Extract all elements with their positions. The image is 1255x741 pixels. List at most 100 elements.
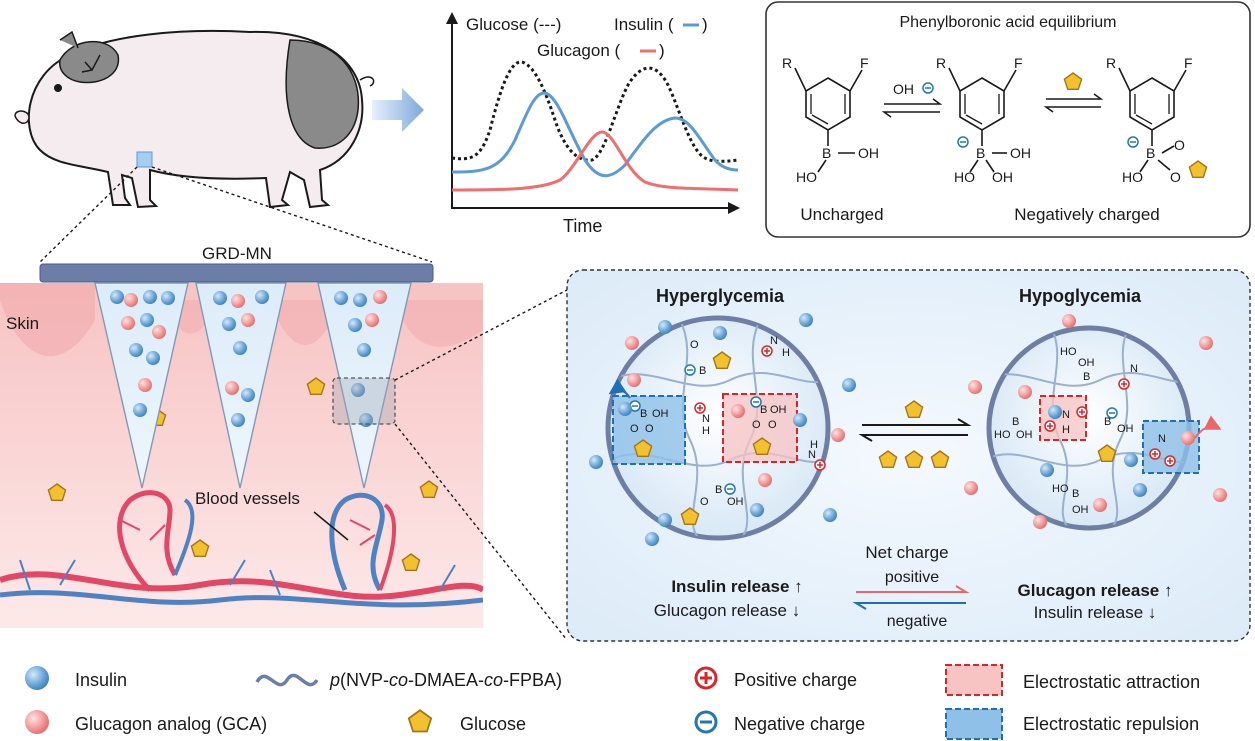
right-acid2-ho: HO — [994, 429, 1011, 441]
left-ester1-o: O — [690, 339, 699, 351]
legend-insulin-text: Insulin — [75, 670, 127, 690]
legend-repulsion-swatch — [945, 708, 1003, 740]
gel-hyperglycemia: B OH O O B OH O O N H N H N H — [605, 315, 831, 541]
molecule-uncharged: R F B OH HO — [782, 55, 879, 185]
hyperglycemia-title: Hyperglycemia — [656, 286, 785, 306]
equilibrium-title: Phenylboronic acid equilibrium — [899, 14, 1116, 31]
legend-glucose-text: Glucose — [460, 714, 526, 734]
mol2-oh-right: OH — [1010, 145, 1031, 161]
hypo-release-sub: Insulin release ↓ — [1034, 603, 1157, 622]
mol3-b: B — [1146, 145, 1155, 161]
x-axis-label: Time — [563, 216, 602, 236]
legend-positive-icon — [694, 666, 718, 690]
glucagon-curve — [451, 130, 739, 192]
mol1-b: B — [822, 145, 831, 161]
right-att-n: N — [1062, 409, 1070, 421]
right-acid2-oh: OH — [1016, 429, 1033, 441]
left-att-o1: O — [752, 419, 761, 431]
legend-negative-text: Negative charge — [734, 714, 865, 734]
equilibrium-arrow-back — [858, 434, 968, 442]
legend-gca-icon — [25, 710, 49, 734]
right-ester-oh: OH — [1117, 423, 1134, 435]
mol3-ho: HO — [1122, 169, 1143, 185]
legend-polymer-text: p(NVP-co-DMAEA-co-FPBA) — [329, 670, 562, 690]
legend-attraction-text: Electrostatic attraction — [1023, 672, 1200, 692]
left-ester2-b: B — [715, 484, 722, 496]
hydroxide-charge-icon — [922, 82, 934, 94]
left-amine2-h: H — [782, 347, 790, 359]
equilibrium-arrow-forward — [862, 418, 972, 426]
legend-insulin-icon — [25, 666, 49, 690]
zoom-guide-lines-skin — [394, 289, 568, 641]
right-ester-b: B — [1104, 416, 1111, 428]
positive-arrow — [856, 585, 970, 593]
zoom-guide-lines-pig — [39, 166, 433, 263]
flow-arrow — [372, 88, 424, 132]
hypoglycemia-title: Hypoglycemia — [1019, 286, 1142, 306]
reagent-hydroxide: OH — [893, 81, 914, 97]
left-ester1-b: B — [699, 365, 706, 377]
left-rep-o1: O — [630, 423, 639, 435]
right-amine2-n: N — [1130, 363, 1138, 375]
left-amine3-n: N — [808, 449, 816, 461]
left-amine-n: N — [702, 413, 710, 425]
mol1-oh: OH — [858, 145, 879, 161]
mol3-r: R — [1106, 55, 1116, 71]
negative-arrow — [852, 602, 966, 610]
mol2-b: B — [976, 145, 985, 161]
glucagon-release-arrow — [1194, 415, 1222, 439]
mol2-negative-charge-icon — [957, 136, 969, 148]
legend-glucose-label: Glucose (---) — [466, 15, 561, 34]
hyper-release-sub: Glucagon release ↓ — [654, 601, 800, 620]
left-rep-oh: OH — [652, 408, 669, 420]
vessels-label: Blood vessels — [195, 489, 300, 508]
mol1-f: F — [860, 55, 869, 71]
legend-gca-text: Glucagon analog (GCA) — [75, 714, 267, 734]
left-amine3-h: H — [810, 439, 818, 451]
right-acid1-oh: OH — [1078, 357, 1095, 369]
legend-polymer-icon — [255, 673, 319, 687]
gel-hypoglycemia: N H N N HO OH B B HO OH B OH B HO OH — [986, 325, 1200, 531]
right-acid1-b: B — [1083, 371, 1090, 383]
mol2-r: R — [936, 55, 946, 71]
right-acid3-b: B — [1072, 488, 1079, 500]
legend-repulsion-text: Electrostatic repulsion — [1023, 714, 1199, 734]
mol2-ho: HO — [954, 169, 975, 185]
right-acid3-oh: OH — [1072, 504, 1089, 516]
net-charge-label: Net charge — [865, 543, 948, 562]
left-rep-o2: O — [645, 423, 654, 435]
device-label: GRD-MN — [202, 244, 272, 263]
glucose-curve — [451, 60, 739, 163]
mol2-oh-bottom: OH — [992, 169, 1013, 185]
hormone-time-chart: Glucose (---) Insulin ( ) Glucagon ( ) T… — [446, 12, 740, 236]
hypo-release-main: Glucagon release ↑ — [1018, 581, 1173, 600]
mol3-negative-charge-icon — [1127, 136, 1139, 148]
right-att-h: H — [1062, 424, 1070, 436]
insulin-curve — [451, 91, 739, 178]
legend-positive-text: Positive charge — [734, 670, 857, 690]
right-acid2-b: B — [1012, 416, 1019, 428]
mol1-r: R — [782, 55, 792, 71]
mol3-f: F — [1184, 55, 1193, 71]
mechanism-panel: Hyperglycemia Hypoglycemia B OH O O B — [566, 269, 1251, 642]
mol1-ho: HO — [796, 169, 817, 185]
mol3-o-bottom: O — [1170, 169, 1181, 185]
positive-label: positive — [885, 569, 939, 586]
left-ester2-o: O — [700, 496, 709, 508]
label-uncharged: Uncharged — [800, 205, 883, 224]
hyper-release-main: Insulin release ↑ — [671, 577, 802, 596]
label-negatively-charged: Negatively charged — [1014, 205, 1160, 224]
bottom-legend: Insulin Glucagon analog (GCA) p(NVP-co-D… — [25, 664, 1200, 740]
legend-glucose-icon — [407, 709, 433, 733]
attraction-box-right — [1039, 395, 1087, 441]
pig-illustration — [14, 29, 375, 209]
left-rep-b: B — [640, 408, 647, 420]
legend-insulin-label: Insulin ( — [614, 15, 674, 34]
zoom-region-box — [332, 377, 396, 425]
legend-attraction-swatch — [945, 664, 1003, 696]
negative-label: negative — [887, 613, 948, 630]
molecule-boronate: R F B OH HO OH — [936, 55, 1031, 185]
legend-glucagon-label: Glucagon ( — [537, 41, 620, 60]
legend-insulin-close: ) — [702, 15, 708, 34]
insulin-release-arrow — [608, 378, 631, 399]
